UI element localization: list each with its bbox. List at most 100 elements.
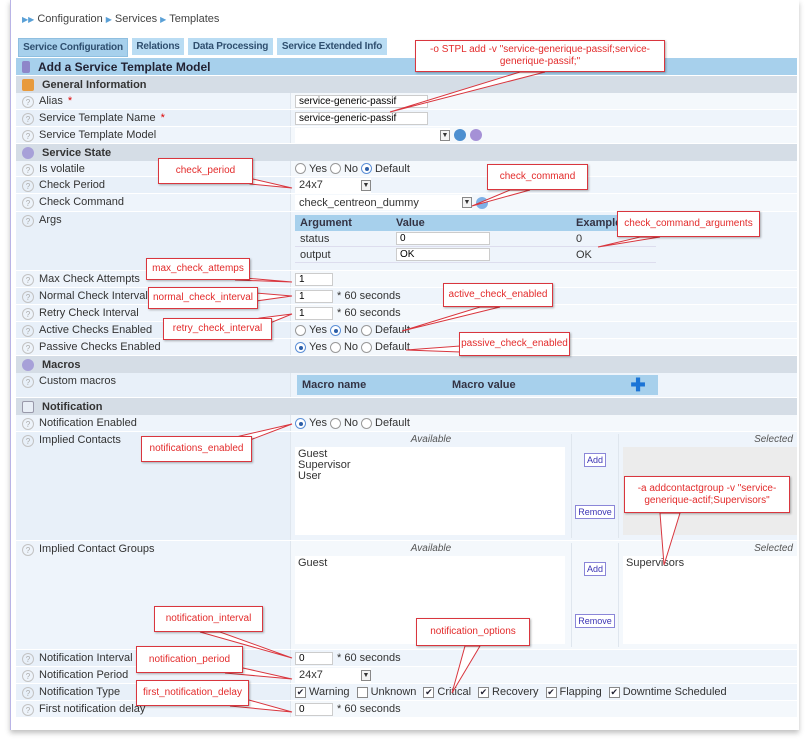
help-icon[interactable]: ?: [22, 325, 34, 337]
help-icon[interactable]: ?: [22, 130, 34, 142]
arg-output-input[interactable]: [396, 248, 490, 261]
list-item[interactable]: Supervisor: [298, 459, 351, 471]
normal-check-interval-input[interactable]: [295, 289, 333, 303]
help-icon[interactable]: ?: [22, 670, 34, 682]
add-button[interactable]: Add: [583, 562, 606, 576]
radio-no[interactable]: [329, 417, 341, 429]
callout-passive-check-enabled: passive_check_enabled: [459, 332, 570, 356]
add-button[interactable]: Add: [583, 453, 606, 467]
tab-service-extended-info[interactable]: Service Extended Info: [277, 38, 387, 55]
remove-button[interactable]: Remove: [575, 614, 615, 628]
list-item[interactable]: Guest: [298, 448, 328, 460]
remove-button[interactable]: Remove: [575, 505, 615, 519]
radio-no[interactable]: [329, 163, 341, 174]
label: Service Template Model: [39, 129, 157, 141]
help-icon[interactable]: ?: [22, 653, 34, 665]
info-gear-icon[interactable]: [454, 129, 466, 141]
arg-status-input[interactable]: [396, 232, 490, 245]
chevron-down-icon: ▼: [462, 197, 472, 208]
chevron-down-icon: ▼: [361, 179, 371, 191]
help-icon[interactable]: ?: [22, 113, 34, 125]
check-period-select[interactable]: 24x7▼: [295, 177, 371, 193]
help-icon[interactable]: ?: [22, 180, 34, 192]
help-icon[interactable]: ?: [22, 544, 34, 556]
notification-type-checkbox[interactable]: ✔: [478, 686, 490, 698]
help-icon[interactable]: ?: [22, 164, 34, 176]
max-check-attempts-input[interactable]: [295, 272, 333, 286]
breadcrumb-services[interactable]: Services: [114, 13, 158, 25]
help-icon[interactable]: ?: [22, 342, 34, 354]
help-icon[interactable]: ?: [22, 704, 34, 716]
radio-no[interactable]: [329, 341, 341, 353]
help-icon[interactable]: ?: [22, 96, 34, 108]
radio-default[interactable]: [361, 341, 373, 353]
radio-default[interactable]: [361, 417, 373, 429]
alias-input[interactable]: [295, 94, 428, 108]
window-frame: [10, 0, 799, 730]
notification-type-checkbox[interactable]: ✔: [295, 686, 306, 698]
help-icon[interactable]: ?: [22, 308, 34, 320]
checkbox-label: Warning: [309, 686, 350, 698]
callout-check-period: check_period: [158, 158, 253, 184]
check-command-select[interactable]: check_centreon_dummy▼: [295, 195, 472, 210]
help-icon[interactable]: ?: [22, 687, 34, 699]
help-icon[interactable]: ?: [22, 215, 34, 227]
label: Max Check Attempts: [39, 273, 140, 285]
help-icon[interactable]: ?: [22, 376, 34, 388]
list-item[interactable]: User: [298, 470, 322, 482]
help-icon[interactable]: ?: [22, 197, 34, 209]
template-name-input[interactable]: [295, 111, 428, 125]
help-icon[interactable]: ?: [22, 435, 34, 447]
label: Notification Interval: [39, 652, 133, 664]
notification-period-select[interactable]: 24x7▼: [295, 667, 371, 683]
gear-icon[interactable]: [470, 129, 482, 141]
notification-type-checkbox[interactable]: [356, 686, 368, 698]
radio-default[interactable]: [361, 163, 373, 174]
groups-selected-list[interactable]: Supervisors: [623, 556, 797, 644]
radio-yes[interactable]: [295, 341, 306, 353]
add-macro-plus-icon[interactable]: ✚: [630, 374, 646, 395]
tab-service-configuration[interactable]: Service Configuration: [18, 38, 128, 57]
section-title: General Information: [42, 78, 147, 91]
template-model-select[interactable]: ▼: [295, 127, 450, 143]
checkbox-label: Downtime Scheduled: [622, 686, 727, 698]
radio-yes[interactable]: [295, 324, 306, 336]
gear-icon: [22, 358, 34, 371]
notification-type-checkbox[interactable]: ✔: [423, 686, 435, 698]
label: Retry Check Interval: [39, 307, 139, 319]
tab-relations[interactable]: Relations: [132, 38, 184, 55]
breadcrumb-sep-icon: ▶: [105, 14, 112, 24]
label: Implied Contacts: [39, 434, 121, 446]
radio-default[interactable]: [361, 324, 373, 336]
service-template-form: Add a Service Template Model General Inf…: [16, 58, 797, 718]
radio-yes[interactable]: [295, 417, 306, 429]
notification-icon: [22, 400, 34, 413]
callout-check-command: check_command: [487, 164, 588, 190]
help-icon[interactable]: ?: [22, 418, 34, 430]
list-item[interactable]: Supervisors: [626, 557, 685, 569]
page-title: Add a Service Template Model: [38, 59, 211, 74]
radio-yes[interactable]: [295, 163, 306, 174]
notification-interval-input[interactable]: [295, 651, 333, 665]
label: Is volatile: [39, 163, 85, 175]
notification-type-checkbox[interactable]: ✔: [608, 686, 620, 698]
callout-notification-period: notification_period: [136, 646, 243, 673]
first-notification-delay-input[interactable]: [295, 702, 333, 716]
help-icon[interactable]: ?: [22, 274, 34, 286]
callout-first-notification-delay: first_notification_delay: [136, 680, 249, 706]
radio-no[interactable]: [329, 324, 341, 336]
breadcrumb-templates[interactable]: Templates: [169, 13, 220, 25]
breadcrumb-configuration[interactable]: Configuration: [37, 13, 103, 25]
list-item[interactable]: Guest: [298, 557, 328, 569]
help-icon[interactable]: ?: [22, 291, 34, 303]
retry-check-interval-input[interactable]: [295, 306, 333, 320]
info-icon[interactable]: [476, 196, 488, 209]
section-title: Service State: [42, 146, 112, 159]
notification-type-checkbox[interactable]: ✔: [545, 686, 557, 698]
label: Notification Period: [39, 669, 129, 681]
tab-data-processing[interactable]: Data Processing: [188, 38, 273, 55]
